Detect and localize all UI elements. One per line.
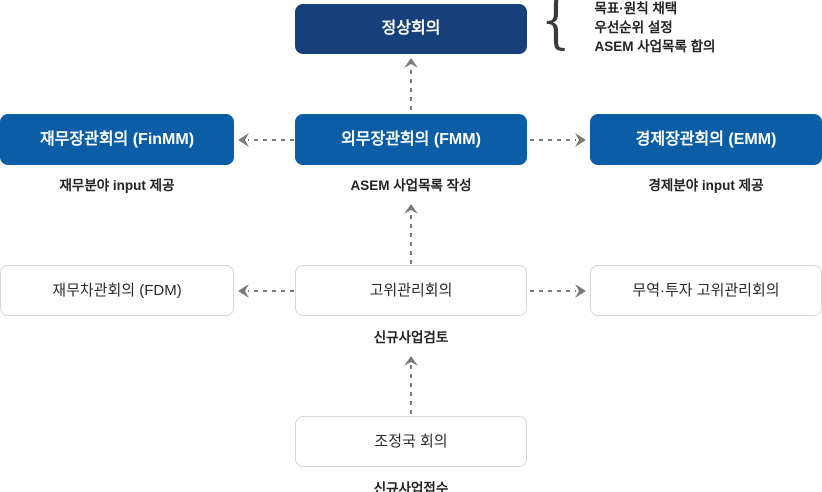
curly-brace-icon: { [541,0,571,56]
node-somti[interactable]: 무역·투자 고위관리회의 [590,265,822,316]
node-som[interactable]: 고위관리회의 [295,265,527,316]
summit-annotation: { 목표·원칙 채택 우선순위 설정 ASEM 사업목록 합의 [541,0,715,56]
caption-emm: 경제분야 input 제공 [648,178,764,193]
caption-som: 신규사업검토 [373,330,449,345]
caption-fmm: ASEM 사업목록 작성 [350,178,472,193]
node-coordinators[interactable]: 조정국 회의 [295,416,527,467]
connector-som-to-fmm [403,202,419,264]
connector-som-to-somti [530,283,588,299]
caption-coordinators: 신규사업접수 [373,481,449,492]
connector-som-to-fdm [236,283,294,299]
node-summit[interactable]: 정상회의 [295,4,527,54]
connector-coordinators-to-som [403,354,419,414]
node-finmm[interactable]: 재무장관회의 (FinMM) [0,114,234,165]
connector-fmm-to-summit [403,56,419,110]
connector-fmm-to-finmm [236,132,294,148]
annotation-line-2: 우선순위 설정 [594,20,673,35]
node-fmm[interactable]: 외무장관회의 (FMM) [295,114,527,165]
node-fdm[interactable]: 재무차관회의 (FDM) [0,265,234,316]
node-emm[interactable]: 경제장관회의 (EMM) [590,114,822,165]
caption-finmm: 재무분야 input 제공 [59,178,175,193]
annotation-line-3: ASEM 사업목록 합의 [594,39,716,54]
annotation-line-1: 목표·원칙 채택 [594,1,678,16]
connector-fmm-to-emm [530,132,588,148]
